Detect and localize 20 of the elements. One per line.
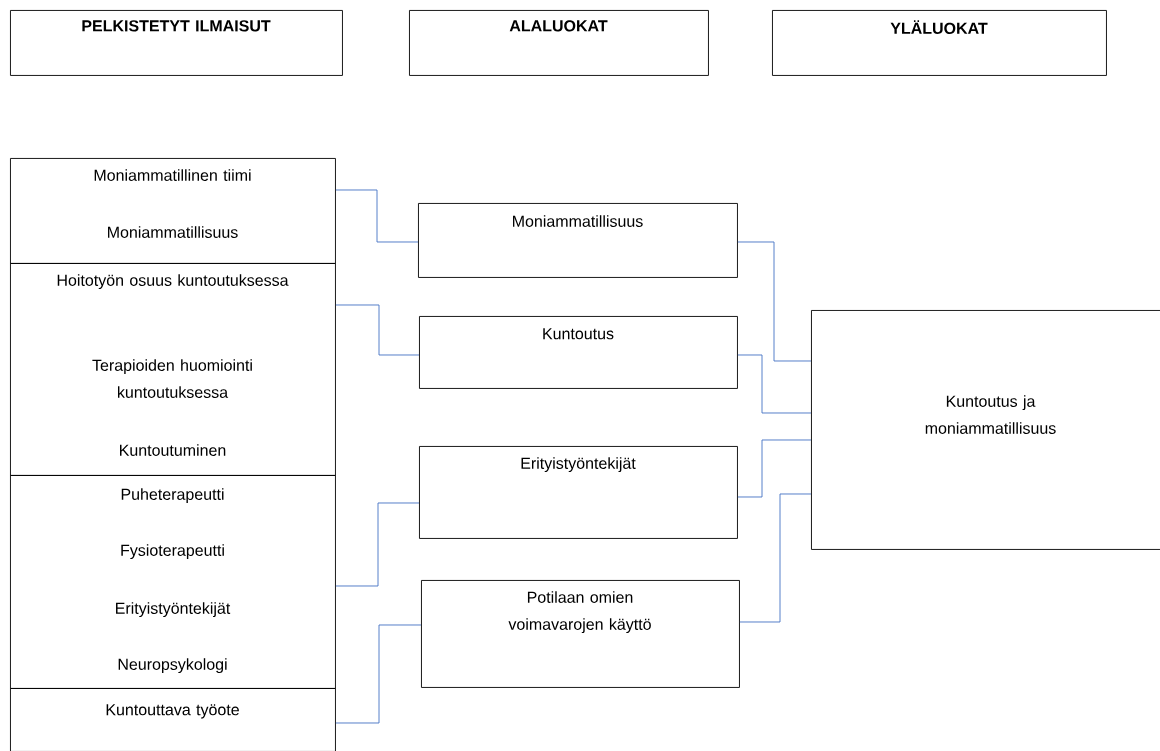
header-box: PELKISTETYT ILMAISUT: [10, 10, 343, 76]
connector-line: [737, 354, 812, 414]
group-box: Hoitotyön osuus kuntoutuksessa Terapioiden huomiointi kuntoutuksessa Kuntoutuminen: [10, 263, 336, 476]
connector-line: [335, 624, 422, 724]
subcategory-box: Kuntoutus: [419, 316, 738, 389]
group-box: Moniammatillinen tiimi Moniammatillisuus: [10, 158, 336, 264]
group-box: Kuntouttava työote: [10, 688, 336, 751]
subcategory-box: Erityistyöntekijät: [419, 446, 738, 539]
connector-line: [335, 304, 420, 356]
group-box: Puheterapeutti Fysioterapeutti Erityistyöntekijät Neuropsykologi: [10, 475, 336, 689]
connector-line: [737, 241, 812, 362]
connector-line: [739, 493, 812, 623]
header-box: YLÄLUOKAT: [772, 10, 1107, 76]
connector-line: [335, 189, 419, 243]
subcategory-box: Potilaan omien voimavarojen käyttö: [421, 580, 740, 688]
subcategory-box: Moniammatillisuus: [418, 203, 738, 278]
header-box: ALALUOKAT: [409, 10, 709, 76]
connector-line: [335, 502, 420, 587]
connector-line: [737, 439, 812, 498]
category-box: Kuntoutus ja moniammatillisuus: [811, 310, 1160, 550]
